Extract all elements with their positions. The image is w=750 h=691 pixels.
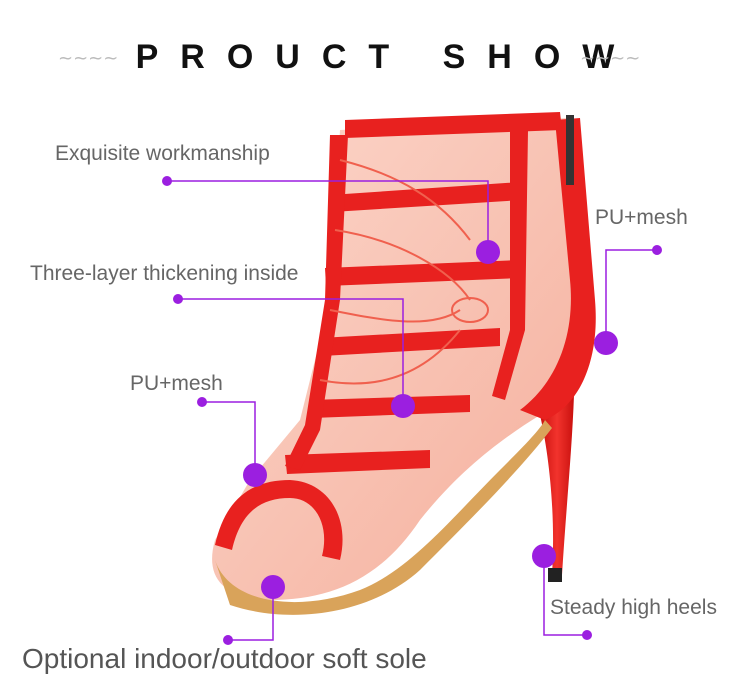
heels-leader (543, 556, 587, 636)
heel-spike (540, 395, 574, 575)
mesh-upper (212, 118, 586, 600)
pu-mesh-left-big-dot (243, 463, 267, 487)
thickening-small-dot (173, 294, 183, 304)
sole-small-dot (223, 635, 233, 645)
heels-small-dot (582, 630, 592, 640)
heels-big-dot (532, 544, 556, 568)
label-heels: Steady high heels (550, 596, 717, 619)
heel-counter (520, 118, 596, 420)
label-pu-mesh-right: PU+mesh (595, 206, 688, 229)
workmanship-small-dot (162, 176, 172, 186)
pu-mesh-left-leader (202, 401, 256, 473)
thickening-big-dot (391, 394, 415, 418)
pu-mesh-right-small-dot (652, 245, 662, 255)
workmanship-leader (167, 180, 489, 250)
thickening-leader (178, 298, 404, 404)
workmanship-big-dot (476, 240, 500, 264)
heel-tip (548, 568, 562, 582)
pu-mesh-right-leader (605, 249, 657, 341)
label-sole: Optional indoor/outdoor soft sole (22, 643, 427, 674)
sole-leader (228, 587, 274, 641)
pu-mesh-left-small-dot (197, 397, 207, 407)
left-ornament: ~~~~ (58, 48, 119, 69)
label-workmanship: Exquisite workmanship (55, 142, 270, 165)
pu-mesh-right-big-dot (594, 331, 618, 355)
sole (215, 420, 552, 615)
strap-group (215, 112, 562, 560)
zipper (566, 115, 574, 185)
page-title: PROUCT SHOW (135, 38, 637, 76)
label-thickening: Three-layer thickening inside (30, 262, 299, 285)
right-ornament: ~~~~ (580, 48, 641, 69)
label-pu-mesh-left: PU+mesh (130, 372, 223, 395)
sole-big-dot (261, 575, 285, 599)
